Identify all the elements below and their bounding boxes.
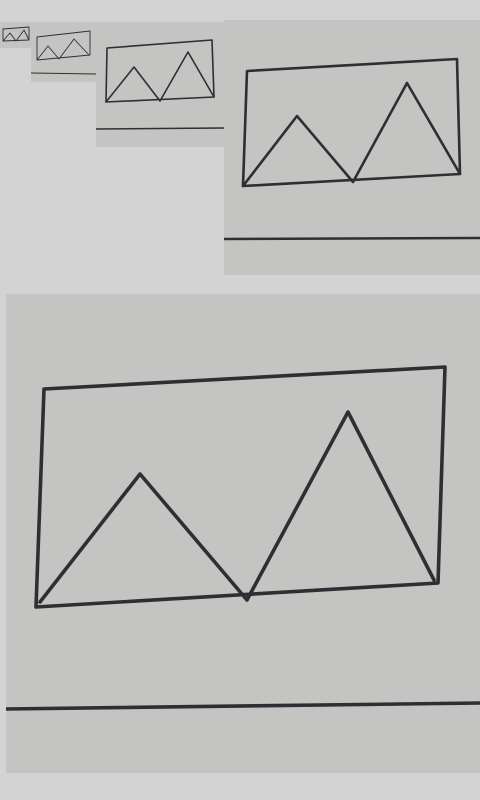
sketch-drawing (6, 294, 480, 773)
sketch-drawing (224, 20, 480, 275)
sketch-photo-large[interactable] (224, 20, 480, 275)
sketch-drawing (0, 22, 31, 48)
sketch-photo-tiny[interactable] (0, 22, 31, 48)
sketch-photo-full[interactable] (6, 294, 480, 773)
sketch-photo-small[interactable] (31, 22, 96, 82)
sketch-drawing (31, 22, 96, 82)
sketch-drawing (96, 22, 224, 147)
sketch-photo-medium[interactable] (96, 22, 224, 147)
